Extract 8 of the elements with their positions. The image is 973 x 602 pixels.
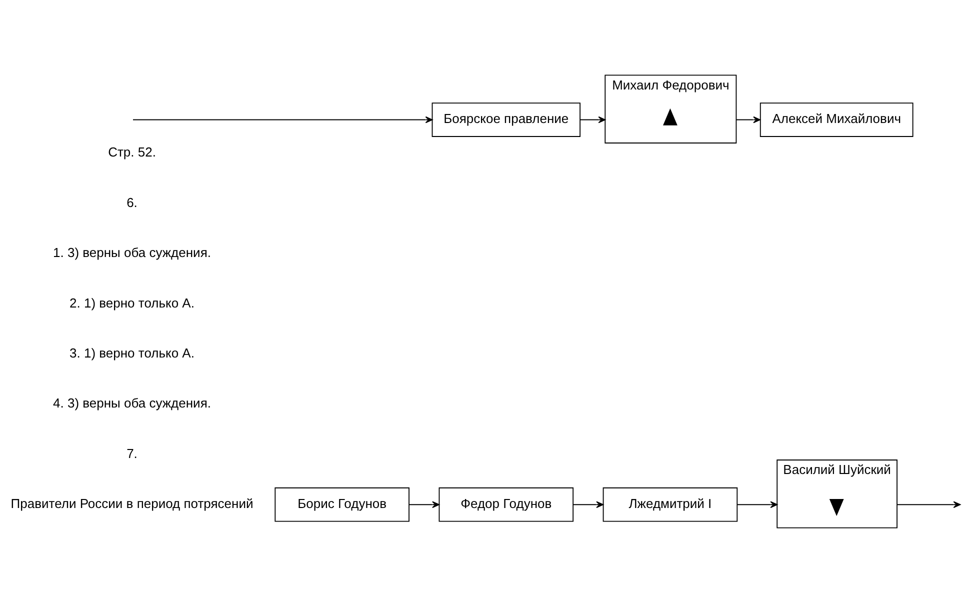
label: 2. 1) верно только А. <box>70 294 194 310</box>
label: 6. <box>126 194 138 210</box>
label: Правители России в период потрясений <box>10 496 254 511</box>
label: 7. <box>126 445 138 460</box>
label: 4. 3) верны оба суждения. <box>53 395 211 410</box>
label: 1. 3) верны оба суждения. <box>53 244 211 260</box>
label: Стр. 52. <box>108 144 156 160</box>
label: 3. 1) верно только А. <box>70 344 194 360</box>
